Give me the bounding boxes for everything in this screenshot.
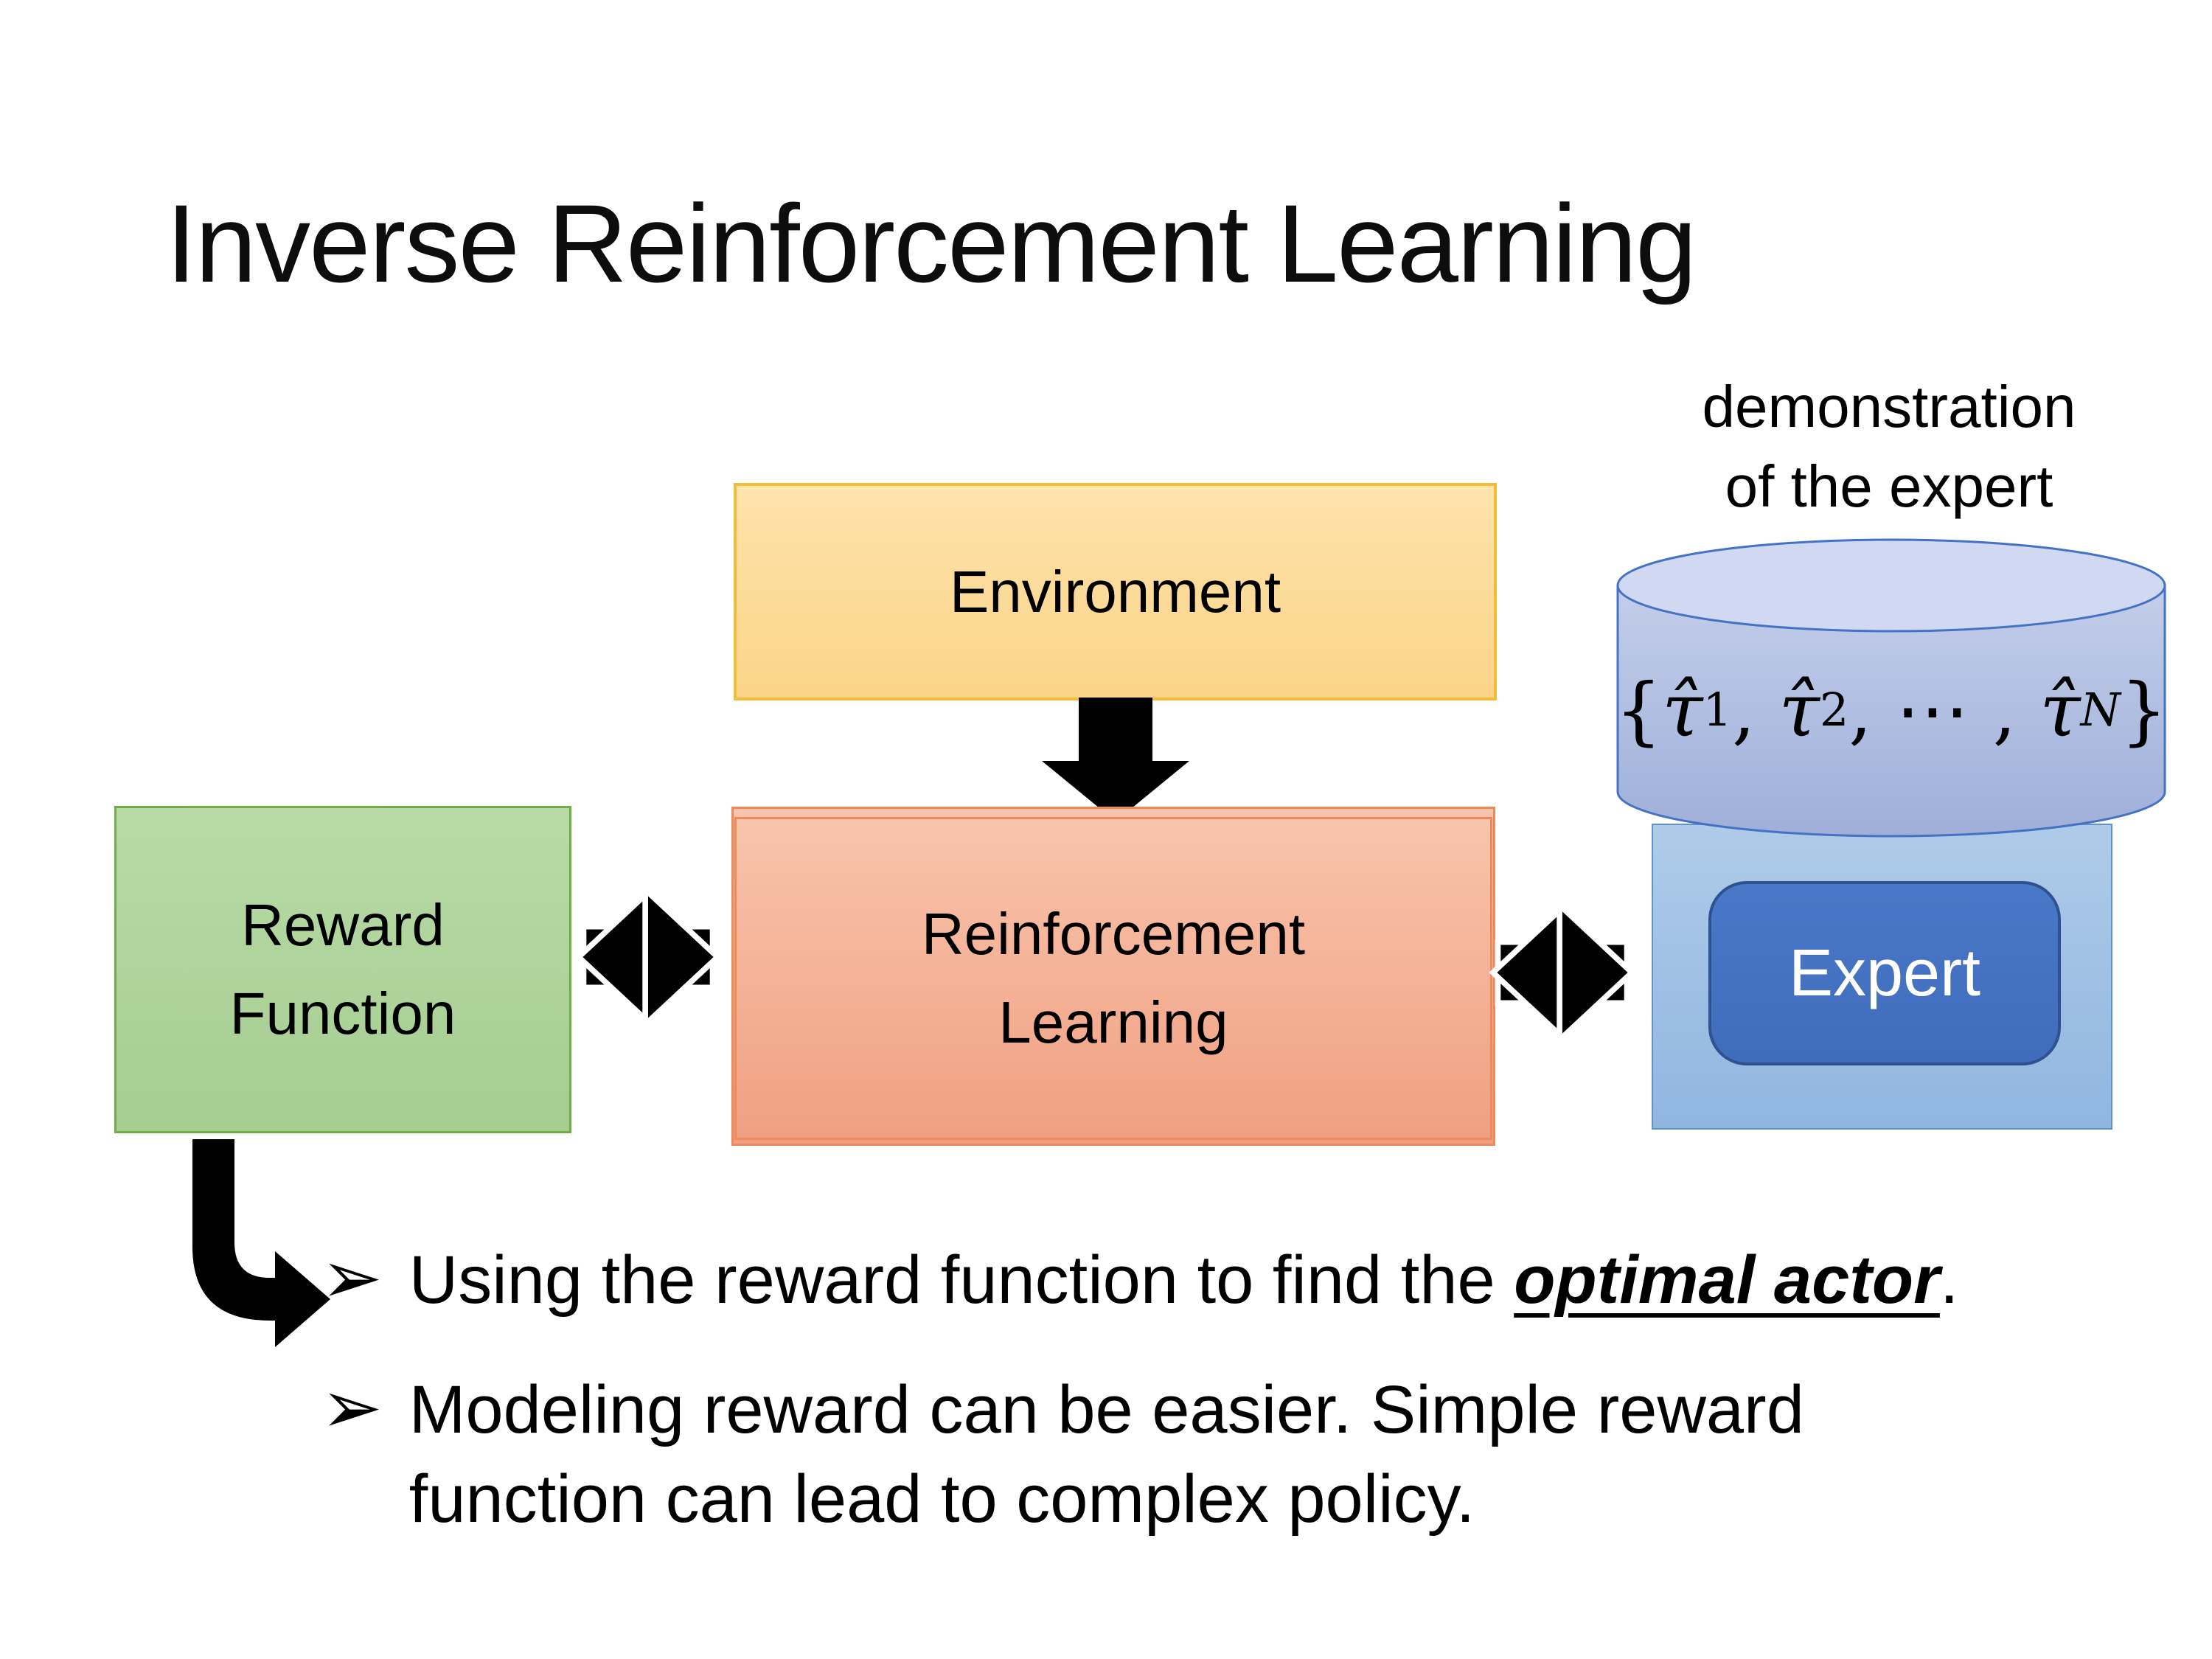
demonstration-caption-line1: demonstration bbox=[1702, 374, 2076, 439]
bullet-item-1: ➢ Using the reward function to find the … bbox=[321, 1236, 2090, 1325]
reward-function-label-line1: Reward bbox=[241, 892, 445, 958]
slide-title: Inverse Reinforcement Learning bbox=[166, 181, 1697, 305]
bullet-1-text-emphasis: optimal actor bbox=[1514, 1242, 1940, 1318]
expert-label: Expert bbox=[1788, 936, 1981, 1010]
reinforcement-learning-label: Reinforcement Learning bbox=[922, 890, 1305, 1067]
double-arrow-left-icon bbox=[574, 883, 722, 1032]
bullet-1-text-pre: Using the reward function to find the bbox=[408, 1242, 1514, 1318]
bullet-1-text-post: . bbox=[1939, 1242, 1959, 1318]
double-arrow-right-icon bbox=[1489, 898, 1636, 1047]
trajectory-set-formula: {τ̂1, τ̂2, ⋯ , τ̂N} bbox=[1615, 667, 2168, 754]
demonstration-caption: demonstration of the expert bbox=[1638, 367, 2140, 526]
demonstration-caption-line2: of the expert bbox=[1725, 453, 2053, 519]
bullet-2-arrowhead-icon: ➢ bbox=[321, 1364, 383, 1450]
reward-function-label-line2: Function bbox=[229, 981, 456, 1046]
formula-sep1: , bbox=[1731, 667, 1779, 754]
bullet-2-text: Modeling reward can be easier. Simple re… bbox=[409, 1366, 1804, 1545]
reinforcement-learning-label-line1: Reinforcement bbox=[921, 901, 1306, 967]
database-cylinder bbox=[1616, 538, 2166, 838]
bullet-2-text-line1: Modeling reward can be easier. Simple re… bbox=[408, 1372, 1804, 1447]
formula-tau2: τ̂ bbox=[1778, 667, 1820, 754]
bullet-1-arrowhead-icon: ➢ bbox=[321, 1234, 383, 1321]
down-arrow-icon bbox=[1042, 698, 1189, 821]
reward-function-box: Reward Function bbox=[114, 806, 571, 1133]
reinforcement-learning-box: Reinforcement Learning bbox=[734, 817, 1492, 1140]
environment-box: Environment bbox=[734, 483, 1497, 700]
formula-dots: ⋯ bbox=[1895, 667, 1969, 754]
environment-label: Environment bbox=[949, 558, 1281, 625]
expert-box: Expert bbox=[1708, 881, 2061, 1065]
formula-open-brace: { bbox=[1615, 667, 1663, 754]
bullet-2-text-line2: function can lead to complex policy. bbox=[408, 1461, 1475, 1537]
formula-tau1: τ̂ bbox=[1662, 667, 1703, 754]
bullet-item-2: ➢ Modeling reward can be easier. Simple … bbox=[321, 1366, 2090, 1545]
formula-tauN: τ̂ bbox=[2039, 667, 2081, 754]
reinforcement-learning-label-line2: Learning bbox=[998, 990, 1228, 1055]
bullet-1-text: Using the reward function to find the op… bbox=[409, 1236, 1959, 1325]
elbow-arrow-icon bbox=[192, 1139, 330, 1347]
formula-close-brace: } bbox=[2120, 667, 2168, 754]
formula-sep3: , bbox=[1969, 667, 2040, 754]
reward-function-label: Reward Function bbox=[230, 881, 456, 1058]
formula-sep2: , bbox=[1848, 667, 1896, 754]
